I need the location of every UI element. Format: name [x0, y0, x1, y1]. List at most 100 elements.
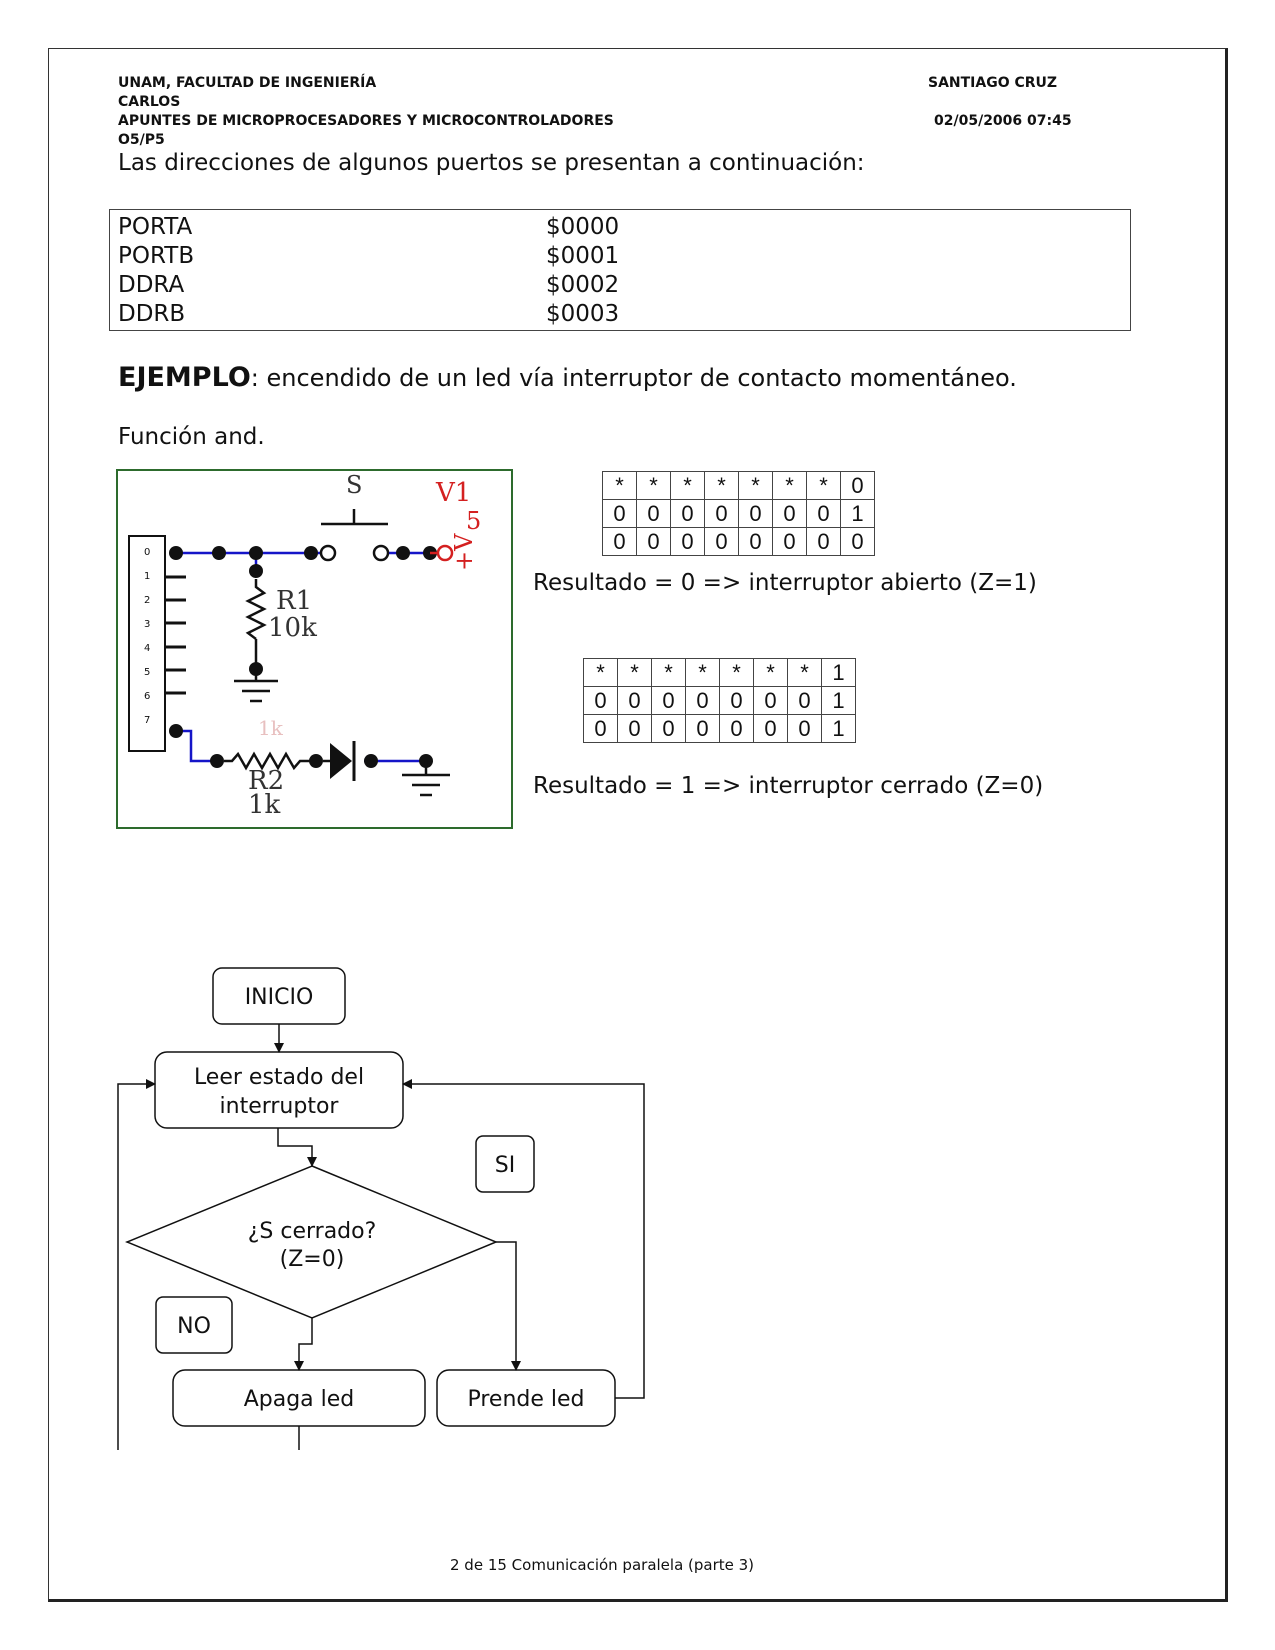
off-label: Apaga led: [244, 1387, 355, 1412]
r1-value: 10k: [268, 613, 317, 643]
bit-cell: 0: [704, 527, 739, 556]
led-diode: [323, 741, 356, 781]
resistor-r2: [224, 751, 310, 771]
bit-cell: *: [787, 658, 822, 687]
bit-cell: 0: [583, 714, 618, 743]
decision-label-line2: (Z=0): [280, 1247, 345, 1272]
bit-cell: 0: [617, 714, 652, 743]
example-label: EJEMPLO: [118, 362, 251, 393]
source-symbol: +V: [450, 533, 478, 571]
bit-cell: 0: [685, 714, 720, 743]
port-name: DDRA: [118, 272, 185, 298]
ground-symbol: [402, 761, 450, 797]
bit-cell: 0: [719, 714, 754, 743]
bit-cell: *: [772, 471, 807, 500]
bit-cell: *: [753, 658, 788, 687]
bit-cell: 0: [840, 471, 875, 500]
bit-cell: 0: [806, 499, 841, 528]
flow-arrows: [117, 1024, 645, 1450]
pin-label: 4: [144, 643, 150, 654]
bit-cell: 0: [840, 527, 875, 556]
bit-cell: *: [685, 658, 720, 687]
no-label-box: [155, 1296, 233, 1354]
r1-name: R1: [276, 586, 312, 616]
pin-label: 0: [144, 547, 150, 558]
header-author-first: CARLOS: [118, 94, 181, 110]
bit-cell: 1: [821, 686, 856, 715]
port-address: $0001: [546, 243, 620, 269]
on-label: Prende led: [467, 1387, 584, 1412]
port-address: $0002: [546, 272, 620, 298]
r2-ghost-label: 1k: [258, 716, 284, 740]
bit-cell: *: [636, 471, 671, 500]
voltage-source: [430, 544, 454, 562]
port-row: DDRB $0003: [118, 300, 619, 329]
bit-cell: *: [602, 471, 637, 500]
bit-cell: 0: [719, 686, 754, 715]
bit-cell: 0: [583, 686, 618, 715]
r2-name: R2: [248, 766, 284, 796]
example-text: : encendido de un led vía interruptor de…: [250, 364, 1017, 392]
r2-value: 1k: [248, 790, 281, 820]
decision-label-line1: ¿S cerrado?: [248, 1219, 377, 1244]
pin-label: 1: [144, 571, 150, 582]
flowchart: INICIO Leer estado del interruptor ¿S ce…: [117, 967, 645, 1450]
read-label-line1: Leer estado del: [194, 1065, 364, 1090]
read-label-line2: interruptor: [220, 1094, 340, 1119]
result-closed-text: Resultado = 1 => interruptor cerrado (Z=…: [533, 773, 1044, 799]
bit-cell: 1: [821, 714, 856, 743]
bit-cell: 0: [738, 527, 773, 556]
bit-cell: 0: [753, 686, 788, 715]
port-row: PORTA $0000: [118, 213, 619, 242]
junction-dots: [169, 724, 433, 768]
bit-cell: 0: [670, 527, 705, 556]
port-row: DDRA $0002: [118, 271, 619, 300]
pin-label: 7: [144, 715, 150, 726]
bit-cell: 0: [806, 527, 841, 556]
bit-cell: 1: [840, 499, 875, 528]
pin-label: 3: [144, 619, 150, 630]
bit-cell: 0: [787, 686, 822, 715]
header-left: UNAM, FACULTAD DE INGENIERÍA CARLOS APUN…: [118, 74, 614, 150]
intro-text: Las direcciones de algunos puertos se pr…: [118, 150, 865, 176]
pin-label: 6: [144, 691, 150, 702]
bit-cell: *: [738, 471, 773, 500]
yes-label-box: [475, 1135, 535, 1193]
bit-cell: 1: [821, 658, 856, 687]
bit-cell: 0: [787, 714, 822, 743]
bit-cell: 0: [670, 499, 705, 528]
circuit-border: [116, 469, 513, 829]
function-label: Función and.: [118, 424, 265, 450]
bit-cell: 0: [651, 714, 686, 743]
ground-symbol: [234, 669, 278, 703]
bit-cell: 0: [651, 686, 686, 715]
header-code: O5/P5: [118, 132, 165, 148]
bit-cell: 0: [753, 714, 788, 743]
junction-dots: [169, 546, 437, 676]
page-frame: [48, 48, 1228, 1602]
port-address-table: PORTA$0000 PORTB$0001 DDRA$0002 DDRB$000…: [109, 209, 1131, 331]
bit-cell: 0: [685, 686, 720, 715]
port-address: $0000: [546, 214, 620, 240]
result-open-text: Resultado = 0 => interruptor abierto (Z=…: [533, 570, 1037, 596]
port-name: PORTA: [118, 214, 193, 240]
bit-cell: 0: [636, 527, 671, 556]
bit-cell: 0: [772, 499, 807, 528]
table-row: *******1: [583, 658, 856, 687]
pin-label: 5: [144, 667, 150, 678]
header-course: APUNTES DE MICROPROCESADORES Y MICROCONT…: [118, 113, 614, 129]
header-right: SANTIAGO CRUZ 02/05/2006 07:45: [928, 74, 1072, 131]
port-address: $0003: [546, 301, 620, 327]
bit-cell: 0: [636, 499, 671, 528]
port-name: DDRB: [118, 301, 186, 327]
source-value: 5: [466, 507, 481, 535]
bit-cell: *: [719, 658, 754, 687]
bit-cell: 0: [738, 499, 773, 528]
pin-stubs: [165, 575, 186, 695]
page-footer: 2 de 15 Comunicación paralela (parte 3): [450, 1556, 755, 1574]
